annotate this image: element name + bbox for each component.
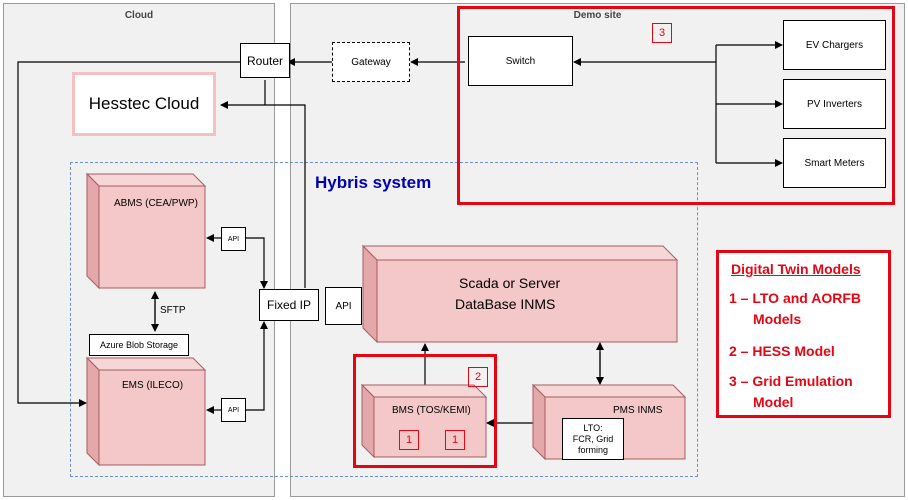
scada-label-line1: Scada or Server	[459, 275, 561, 291]
cloud-region-title: Cloud	[124, 10, 154, 21]
azure-blob-storage-node: Azure Blob Storage	[89, 334, 189, 356]
hesstec-cloud-node: Hesstec Cloud	[72, 72, 216, 136]
legend-item1-line1: 1 – LTO and AORFB	[729, 290, 861, 306]
hess-model-frame	[353, 354, 497, 468]
legend-item2: 2 – HESS Model	[729, 343, 835, 359]
badge-1b: 1	[445, 430, 465, 450]
pms-label: PMS INMS	[613, 405, 663, 416]
abms-api-box: API	[221, 227, 246, 251]
scada-block	[361, 244, 679, 344]
hesstec-cloud-label: Hesstec Cloud	[88, 94, 200, 113]
legend-title: Digital Twin Models	[731, 261, 861, 277]
abms-api-label: API	[227, 235, 240, 243]
switch-node: Switch	[468, 36, 573, 86]
sftp-label: SFTP	[160, 305, 186, 316]
legend-item3-line2: Model	[753, 394, 794, 410]
lto-note-box: LTO: FCR, Grid forming	[562, 418, 624, 460]
pv-inverters-node: PV Inverters	[783, 79, 886, 129]
ems-api-label: API	[227, 406, 240, 414]
scada-api-node: API	[325, 287, 362, 325]
lto-note-text: LTO: FCR, Grid forming	[572, 422, 614, 455]
hybris-system-boundary	[70, 162, 698, 477]
scada-label-line2: DataBase INMS	[455, 296, 556, 312]
ems-block	[85, 356, 207, 467]
abms-label: ABMS (CEA/PWP)	[114, 198, 198, 209]
abms-block	[85, 172, 207, 290]
legend-item3-line1: 3 – Grid Emulation	[729, 373, 853, 389]
bms-block	[360, 383, 488, 459]
bms-label: BMS (TOS/KEMI)	[392, 405, 471, 416]
ev-chargers-node: EV Chargers	[783, 20, 886, 70]
ems-api-box: API	[221, 398, 246, 422]
legend-item1-line2: Models	[753, 311, 802, 327]
digital-twin-legend: Digital Twin Models 1 – LTO and AORFB Mo…	[716, 250, 891, 418]
badge-3: 3	[652, 23, 672, 43]
fixed-ip-node: Fixed IP	[259, 289, 319, 321]
smart-meters-node: Smart Meters	[783, 138, 886, 188]
demo-site-region-title: Demo site	[573, 10, 622, 21]
badge-1a: 1	[399, 430, 419, 450]
router-node: Router	[240, 43, 290, 78]
badge-2: 2	[468, 367, 488, 387]
hybris-system-label: Hybris system	[315, 173, 432, 192]
gateway-node: Gateway	[332, 42, 410, 82]
ems-label: EMS (ILECO)	[122, 380, 184, 391]
grid-emulation-frame	[457, 6, 895, 205]
